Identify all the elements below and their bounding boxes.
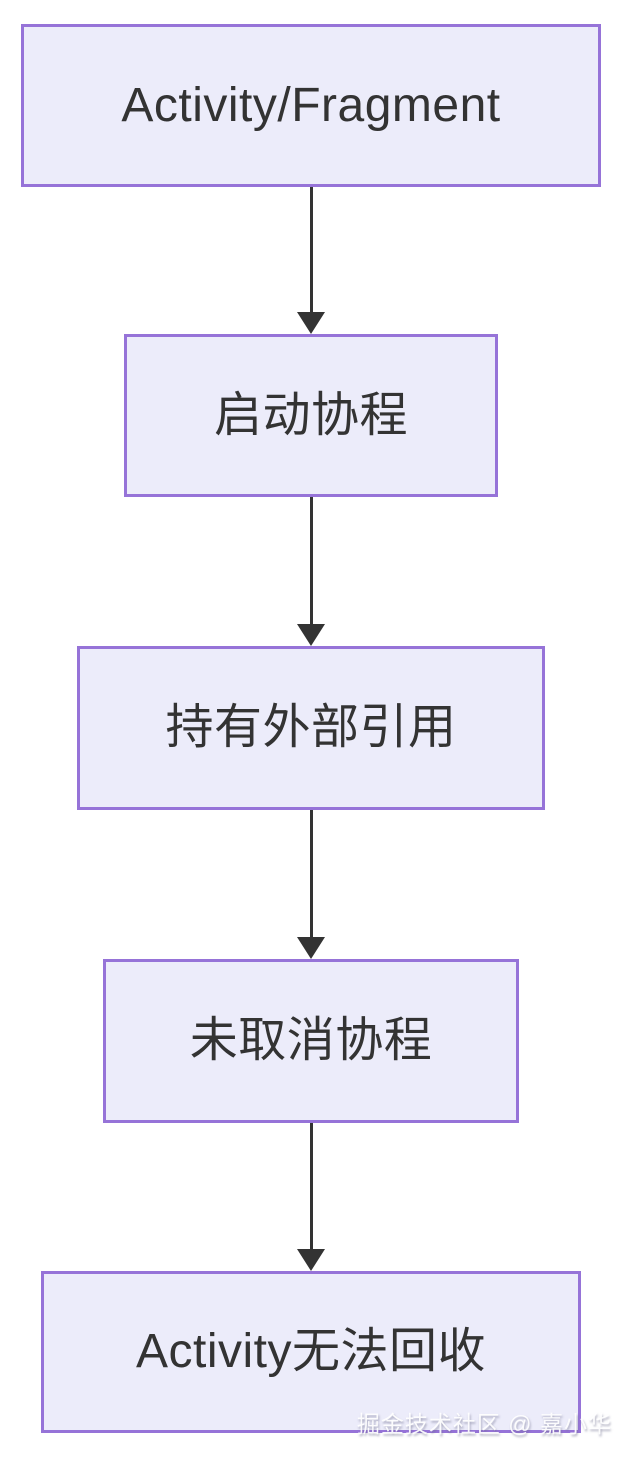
edge-line — [309, 810, 313, 937]
flow-edge-2 — [297, 497, 325, 646]
node-label-start-coroutine: 启动协程 — [213, 388, 408, 442]
flow-edge-4 — [297, 1123, 325, 1271]
watermark: 掘金技术社区 @ 嘉小华 — [356, 1411, 612, 1437]
flow-edge-1 — [297, 187, 325, 334]
flow-edge-3 — [297, 810, 325, 959]
edge-line — [309, 497, 313, 624]
arrow-down-icon — [297, 937, 325, 959]
arrow-down-icon — [297, 312, 325, 334]
node-label-hold-external-reference: 持有外部引用 — [165, 701, 457, 754]
node-label-activity-not-recycled: Activity无法回收 — [135, 1325, 487, 1378]
arrow-down-icon — [297, 1249, 325, 1271]
flow-node-hold-external-reference: 持有外部引用 — [77, 646, 545, 810]
flow-node-coroutine-not-cancelled: 未取消协程 — [103, 959, 519, 1123]
flow-node-activity-fragment: Activity/Fragment — [21, 24, 601, 187]
flow-node-start-coroutine: 启动协程 — [124, 334, 498, 497]
node-label-coroutine-not-cancelled: 未取消协程 — [189, 1014, 433, 1067]
flow-node-activity-not-recycled: Activity无法回收 — [41, 1271, 581, 1433]
edge-line — [309, 1123, 313, 1249]
edge-line — [309, 187, 313, 312]
node-label-activity-fragment: Activity/Fragment — [121, 78, 501, 132]
arrow-down-icon — [297, 624, 325, 646]
